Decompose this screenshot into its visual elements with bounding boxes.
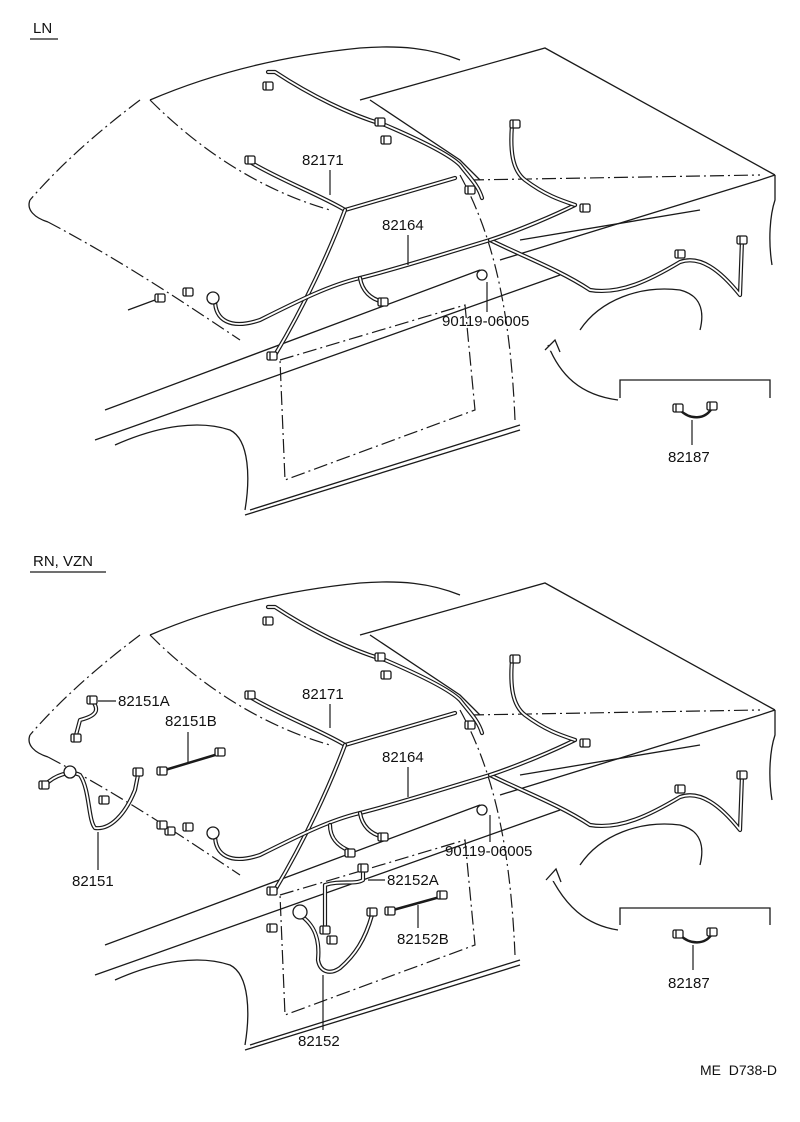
connector <box>182 287 194 297</box>
connector <box>464 185 476 195</box>
connector <box>214 747 226 757</box>
connector <box>326 935 338 945</box>
section-label: RN, VZN <box>33 553 93 570</box>
part-label-82151a: 82151A <box>118 693 170 710</box>
connector <box>156 820 168 830</box>
connector <box>509 654 521 664</box>
part-label-clamp: 90119-06005 <box>442 313 529 330</box>
connector <box>244 690 256 700</box>
diagram-id: ME D738-D <box>700 1062 777 1078</box>
truck-outline <box>28 46 776 516</box>
connector <box>262 616 274 626</box>
part-label-82152a: 82152A <box>387 872 439 889</box>
part-label-82171: 82171 <box>302 152 344 169</box>
connector <box>377 297 389 307</box>
connector <box>377 832 389 842</box>
connector <box>674 784 686 794</box>
connector <box>374 652 386 662</box>
door-harness-front <box>38 695 226 831</box>
clamp-icon <box>476 804 488 816</box>
connector <box>182 822 194 832</box>
part-label-82152b: 82152B <box>397 931 449 948</box>
connector <box>266 923 278 933</box>
part-label-82164: 82164 <box>382 749 424 766</box>
connector <box>436 890 448 900</box>
connector <box>70 733 82 743</box>
connector <box>672 929 684 939</box>
inset-box: 82187 <box>544 338 771 466</box>
part-label-82187: 82187 <box>668 975 710 992</box>
connector <box>706 927 718 937</box>
roof-harness <box>244 604 485 896</box>
connector <box>206 291 220 305</box>
connector <box>206 826 220 840</box>
connector <box>244 155 256 165</box>
connector <box>319 925 331 935</box>
connector <box>579 203 591 213</box>
part-label-82151b: 82151B <box>165 713 217 730</box>
connector <box>380 135 392 145</box>
connector <box>579 738 591 748</box>
connector <box>63 765 77 779</box>
part-label-82187: 82187 <box>668 449 710 466</box>
connector <box>266 351 278 361</box>
connector <box>509 119 521 129</box>
section-label: LN <box>33 20 52 37</box>
pigtail-lead <box>127 299 156 311</box>
connector <box>357 863 369 873</box>
connector <box>736 235 748 245</box>
floor-harness <box>127 119 748 326</box>
part-label-82171: 82171 <box>302 686 344 703</box>
section-rn-vzn: RN, VZN <box>28 553 776 1051</box>
part-label-clamp: 90119-06005 <box>445 843 532 860</box>
connector <box>154 293 166 303</box>
connector <box>672 403 684 413</box>
connector <box>156 766 168 776</box>
connector <box>674 249 686 259</box>
floor-harness <box>156 654 748 861</box>
section-ln: LN <box>28 20 776 516</box>
connector <box>464 720 476 730</box>
roof-harness <box>244 69 485 361</box>
connector <box>292 904 308 920</box>
connector <box>86 695 98 705</box>
clamp-icon <box>476 269 488 281</box>
connector <box>384 906 396 916</box>
connector <box>262 81 274 91</box>
connector <box>706 401 718 411</box>
connector <box>344 848 356 858</box>
connector <box>736 770 748 780</box>
connector <box>380 670 392 680</box>
part-label-82152: 82152 <box>298 1033 340 1050</box>
truck-outline <box>28 581 776 1051</box>
part-label-82164: 82164 <box>382 217 424 234</box>
connector <box>366 907 378 917</box>
inset-box: 82187 <box>545 867 771 992</box>
door-harness-rear <box>266 863 448 974</box>
connector <box>266 886 278 896</box>
part-label-82151: 82151 <box>72 873 114 890</box>
connector <box>132 767 144 777</box>
connector <box>38 780 50 790</box>
connector <box>98 795 110 805</box>
connector <box>374 117 386 127</box>
